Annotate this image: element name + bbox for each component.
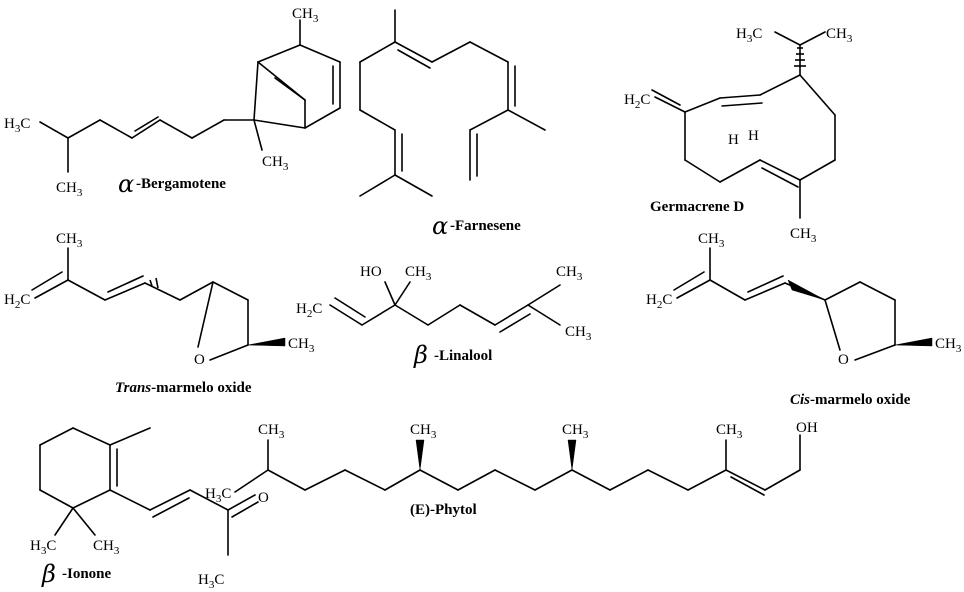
phytol-ch3-1: CH3 — [258, 422, 285, 441]
linalool-caption: -Linalool — [434, 348, 492, 364]
farnesene-greek-prefix: α — [432, 212, 448, 240]
trans-marmelo-hash — [149, 277, 159, 289]
cis-name: -marmelo oxide — [810, 392, 911, 408]
bergamotene-h3c-left: H3C — [4, 116, 30, 135]
phytol-wedge-1 — [415, 439, 425, 471]
trans-marmelo-wedge — [247, 337, 286, 347]
cis-marmelo-ch3-right: CH3 — [935, 336, 962, 355]
trans-marmelo-ch3: CH3 — [56, 231, 83, 250]
bergamotene-ch3-top: CH3 — [292, 6, 319, 25]
linalool-h2c: H2C — [296, 301, 322, 320]
bergamotene-ch3-bridge: CH3 — [262, 154, 289, 173]
germacrene-ch3-top: CH3 — [826, 26, 853, 45]
ionone-h3c-bottom: H3C — [198, 572, 224, 591]
farnesene-bonds — [359, 9, 546, 197]
bergamotene-bonds — [39, 19, 341, 173]
linalool-ch3-bottom: CH3 — [565, 324, 592, 343]
ionone-structure: H3C CH3 O H3C β -Ionone — [30, 427, 269, 591]
cis-marmelo-h2c: H2C — [646, 292, 672, 311]
phytol-oh: OH — [796, 420, 818, 436]
trans-marmelo-ch3-right: CH3 — [288, 336, 315, 355]
phytol-h3c: H3C — [205, 486, 231, 505]
bergamotene-caption: -Bergamotene — [136, 176, 226, 192]
phytol-bonds — [234, 434, 801, 496]
linalool-ch3-top: CH3 — [556, 264, 583, 283]
ionone-caption: -Ionone — [62, 566, 112, 582]
bergamotene-greek-prefix: α — [118, 170, 134, 198]
trans-marmelo-structure: CH3 H2C O CH3 Trans-marmelo oxide — [4, 231, 315, 396]
linalool-structure: HO CH3 H2C CH3 CH3 β -Linalool — [296, 264, 592, 369]
ionone-o: O — [258, 490, 269, 506]
germacrene-hash-bond — [794, 47, 806, 67]
trans-marmelo-bonds — [31, 247, 249, 361]
cis-marmelo-bonds — [673, 247, 896, 361]
germacrene-bonds — [651, 31, 836, 219]
germacrene-h3c: H3C — [736, 26, 762, 45]
germacrene-h-right: H — [748, 128, 759, 144]
farnesene-caption: -Farnesene — [450, 218, 521, 234]
cis-marmelo-wedge-left — [787, 279, 826, 301]
phytol-structure: CH3 H3C CH3 CH3 CH3 OH (E)-Phytol — [205, 420, 818, 518]
ionone-bonds — [39, 427, 259, 556]
cis-marmelo-caption: Cis-marmelo oxide — [790, 392, 911, 408]
cis-marmelo-ch3: CH3 — [698, 231, 725, 250]
bergamotene-structure: CH3 H3C CH3 CH3 α -Bergamotene — [4, 6, 341, 199]
germacrene-structure: H3C CH3 H2C H H CH3 Germacrene D — [624, 26, 853, 245]
phytol-wedge-2 — [567, 439, 577, 471]
trans-marmelo-caption: Trans-marmelo oxide — [115, 380, 252, 396]
cis-prefix: Cis — [790, 392, 810, 408]
germacrene-h-left: H — [728, 132, 739, 148]
ionone-greek-prefix: β — [41, 560, 56, 588]
cis-marmelo-o: O — [838, 352, 849, 368]
farnesene-structure: α -Farnesene — [359, 9, 546, 240]
linalool-ho: HO — [360, 264, 382, 280]
germacrene-h2c: H2C — [624, 92, 650, 111]
bergamotene-ch3-bottom: CH3 — [56, 180, 83, 199]
phytol-caption: (E)-Phytol — [410, 502, 477, 518]
trans-prefix: Trans — [115, 380, 151, 396]
linalool-ch3-left: CH3 — [405, 264, 432, 283]
phytol-ch3-2: CH3 — [410, 422, 437, 441]
linalool-greek-prefix: β — [413, 341, 428, 369]
linalool-bonds — [329, 281, 561, 333]
trans-name: -marmelo oxide — [151, 380, 252, 396]
trans-marmelo-o: O — [194, 352, 205, 368]
cis-marmelo-structure: CH3 H2C O CH3 Cis-marmelo oxide — [646, 231, 962, 408]
germacrene-caption: Germacrene D — [650, 199, 744, 215]
trans-marmelo-h2c: H2C — [4, 292, 30, 311]
cis-marmelo-wedge-right — [894, 337, 933, 347]
ionone-ch3: CH3 — [93, 538, 120, 557]
ionone-h3c: H3C — [30, 538, 56, 557]
phytol-ch3-4: CH3 — [716, 422, 743, 441]
phytol-ch3-3: CH3 — [562, 422, 589, 441]
germacrene-ch3-bottom: CH3 — [790, 226, 817, 245]
